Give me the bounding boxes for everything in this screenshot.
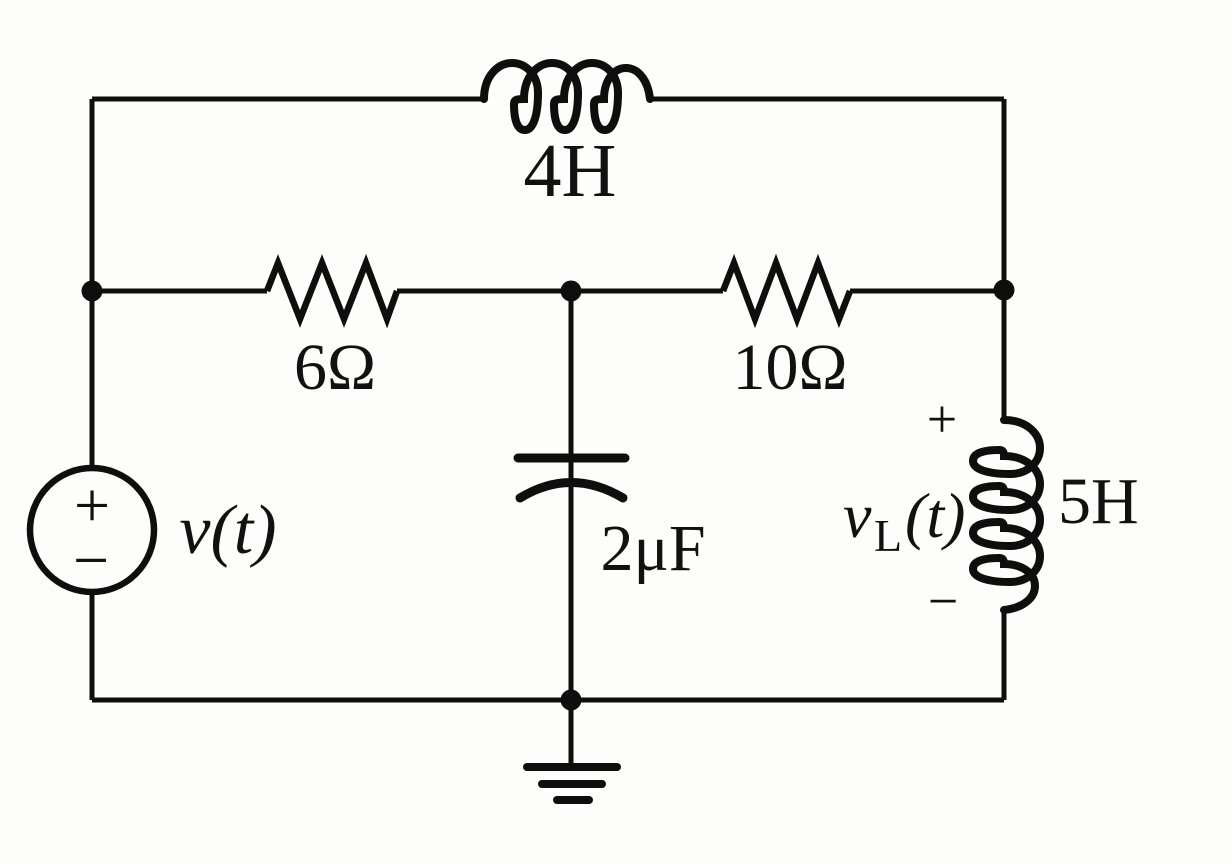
inductor-coil-vertical — [968, 416, 1045, 614]
top-inductor-label: 4H — [524, 129, 617, 213]
voltage-source-minus-sign: − — [73, 525, 109, 596]
voltage-source: + − v(t) — [26, 464, 277, 596]
inductor-coil-horizontal — [480, 58, 654, 135]
resistor-zigzag-left — [263, 253, 401, 329]
inductor-voltage-argument: (t) — [905, 480, 965, 551]
node-middle — [560, 280, 582, 302]
inductor-voltage-plus-sign: + — [927, 389, 957, 449]
inductor-voltage-base: v — [843, 480, 872, 551]
inductor-voltage-minus-sign: − — [928, 571, 958, 631]
capacitor: 2μF — [513, 453, 706, 585]
right-inductor-label: 5H — [1058, 465, 1139, 538]
top-inductor: 4H — [480, 58, 654, 213]
capacitor-plate-bottom — [515, 478, 628, 503]
right-resistor-label: 10Ω — [732, 331, 847, 404]
inductor-voltage-annotation: + − v L (t) — [843, 389, 965, 631]
voltage-source-circle — [26, 464, 158, 596]
ground-symbol — [523, 700, 621, 804]
inductor-voltage-subscript: L — [874, 510, 902, 561]
voltage-source-label: v(t) — [179, 492, 276, 569]
node-left — [81, 280, 103, 302]
node-right — [993, 279, 1015, 301]
voltage-source-plus-sign: + — [74, 470, 110, 541]
capacitor-label: 2μF — [600, 512, 705, 585]
left-resistor-label: 6Ω — [294, 331, 376, 404]
right-inductor: 5H + − v L (t) — [843, 389, 1139, 631]
junction-nodes — [81, 279, 1015, 711]
left-resistor: 6Ω — [263, 253, 401, 404]
right-resistor: 10Ω — [719, 253, 854, 404]
resistor-zigzag-right — [719, 253, 854, 329]
